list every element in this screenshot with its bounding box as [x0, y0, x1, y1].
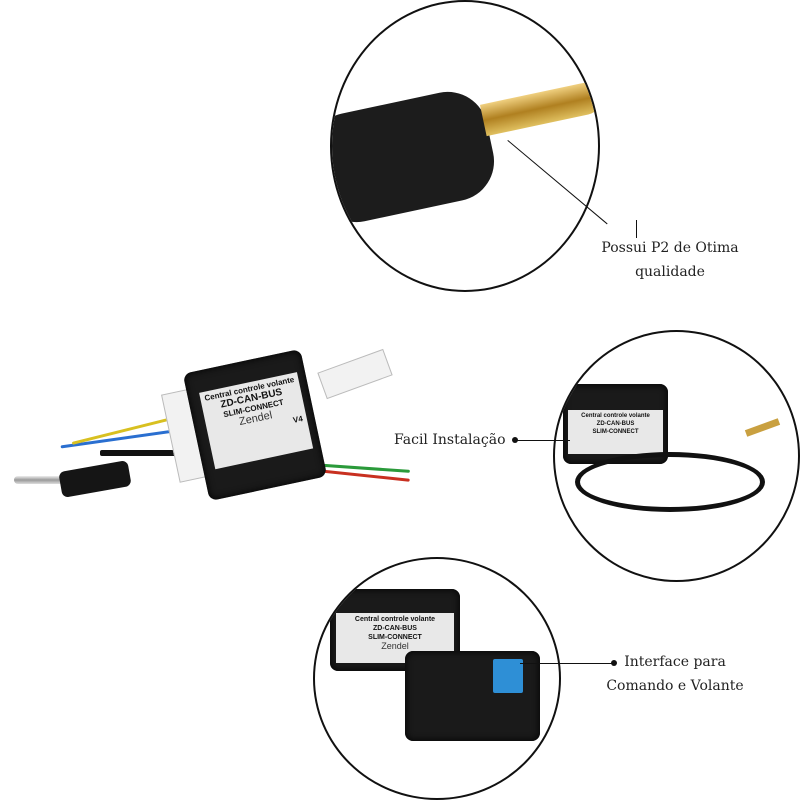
label-model: ZD-CAN-BUS [596, 421, 635, 427]
label-subtitle: SLIM-CONNECT [368, 634, 422, 641]
callout-dot-install [512, 437, 518, 443]
device-box-small: Central controle volante ZD-CAN-BUS SLIM… [563, 384, 668, 464]
connector-white-2 [317, 348, 393, 400]
zoom-circle-interface: Central controle volante ZD-CAN-BUS SLIM… [313, 557, 561, 800]
device-box: Central controle volante ZD-CAN-BUS SLIM… [182, 348, 328, 502]
jack-body [58, 460, 132, 498]
label-title: Central controle volante [354, 616, 436, 623]
cable-coil [575, 452, 765, 512]
zoom-circle-installation: Central controle volante ZD-CAN-BUS SLIM… [553, 330, 800, 582]
callout-interface: Interface para Comando e Volante [595, 650, 755, 698]
callout-p2: Possui P2 de Otima qualidade [585, 236, 755, 284]
dip-switch [493, 659, 523, 693]
label-model: ZD-CAN-BUS [373, 625, 417, 632]
device-box-side [405, 651, 540, 741]
callout-line-interface [520, 663, 615, 664]
callout-line-install [515, 440, 570, 441]
gold-plug [744, 418, 781, 437]
zoom-circle-p2-plug [330, 0, 600, 292]
callout-interface-line1: Interface para [624, 654, 726, 670]
callout-install: Facil Instalação [394, 432, 506, 448]
device-label: Central controle volante ZD-CAN-BUS SLIM… [199, 372, 314, 470]
wire-black [100, 450, 220, 456]
callout-interface-line2: Comando e Volante [606, 678, 744, 694]
audio-jack-plug [14, 476, 64, 484]
callout-p2-line2: qualidade [635, 264, 705, 280]
plug-body [332, 84, 502, 230]
device-label-small: Central controle volante ZD-CAN-BUS SLIM… [568, 410, 663, 454]
label-title: Central controle volante [581, 413, 650, 419]
gold-plug-tip [479, 79, 598, 137]
main-product-photo: Central controle volante ZD-CAN-BUS SLIM… [0, 340, 420, 510]
label-subtitle: SLIM-CONNECT [592, 429, 639, 435]
brand-logo: Zendel [381, 641, 409, 651]
callout-p2-line1: Possui P2 de Otima [601, 240, 739, 256]
callout-line-p2-v [636, 220, 637, 238]
